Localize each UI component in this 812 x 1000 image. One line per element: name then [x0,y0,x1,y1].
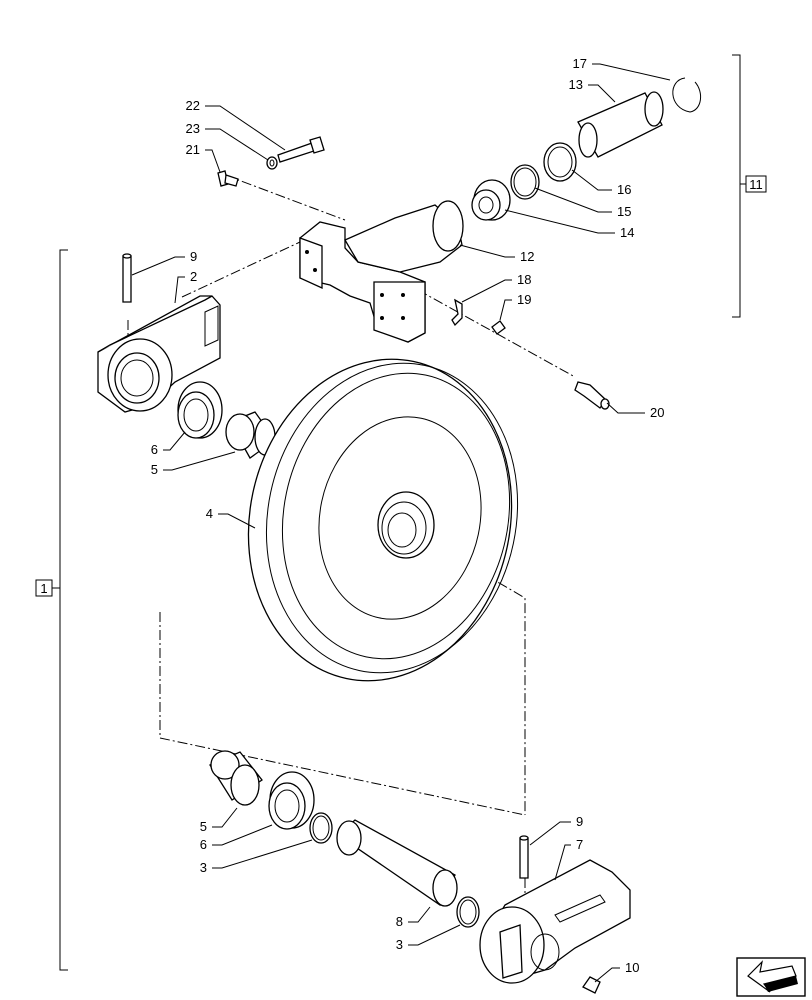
callout-8: 8 [396,914,403,929]
part-21-screw [217,170,239,187]
part-18-clip [451,298,463,327]
part-12-tensioner-bracket [299,200,464,343]
callout-9-upper: 9 [190,249,197,264]
part-17-snap-ring [672,77,702,113]
callout-9-lower: 9 [576,814,583,829]
part-22-bolt [277,136,325,163]
part-3-o-ring-lower [456,896,480,928]
callout-21: 21 [186,142,200,157]
callout-13: 13 [569,77,583,92]
callout-11: 11 [749,177,763,192]
callout-20: 20 [650,405,664,420]
part-3-o-ring-upper [309,812,333,844]
callout-12: 12 [520,249,534,264]
part-9-pin-upper [122,253,132,303]
callout-3-upper: 3 [200,860,207,875]
part-19-screw [491,320,506,335]
part-15-o-ring [510,164,540,200]
part-9-pin-lower [519,835,529,879]
callout-6-lower: 6 [200,837,207,852]
part-2-idler-support [97,295,221,413]
callout-7: 7 [576,837,583,852]
bracket-group-11 [732,54,767,318]
part-13-pin [577,91,664,158]
callout-5-lower: 5 [200,819,207,834]
callout-19: 19 [517,292,531,307]
callout-5-upper: 5 [151,462,158,477]
part-16-bushing [543,142,577,182]
part-23-washer [266,156,278,170]
callout-16: 16 [617,182,631,197]
bracket-group-1 [35,249,68,971]
callout-23: 23 [186,121,200,136]
callout-2: 2 [190,269,197,284]
callout-14: 14 [620,225,634,240]
part-20-grease-fitting [574,381,610,410]
callout-1: 1 [40,581,47,596]
part-5-bushing-lower [209,750,263,806]
callout-15: 15 [617,204,631,219]
callout-6-upper: 6 [151,442,158,457]
callout-3-lower: 3 [396,937,403,952]
part-14-seal-ring [471,179,511,221]
callout-labels: 1 11 22 23 21 9 2 12 18 19 20 14 15 16 1… [40,56,762,975]
leader-lines [131,63,671,983]
part-7-idler-support [479,859,631,984]
callout-17: 17 [573,56,587,71]
part-6-seal-lower [268,771,315,830]
callout-4: 4 [206,506,213,521]
callout-22: 22 [186,98,200,113]
callout-10: 10 [625,960,639,975]
callout-18: 18 [517,272,531,287]
part-6-seal-upper [177,381,223,439]
arrow-nav-icon[interactable] [736,957,806,997]
part-5-bushing-upper [225,411,276,459]
part-8-shaft [336,819,458,907]
part-4-idler-wheel [247,358,519,682]
